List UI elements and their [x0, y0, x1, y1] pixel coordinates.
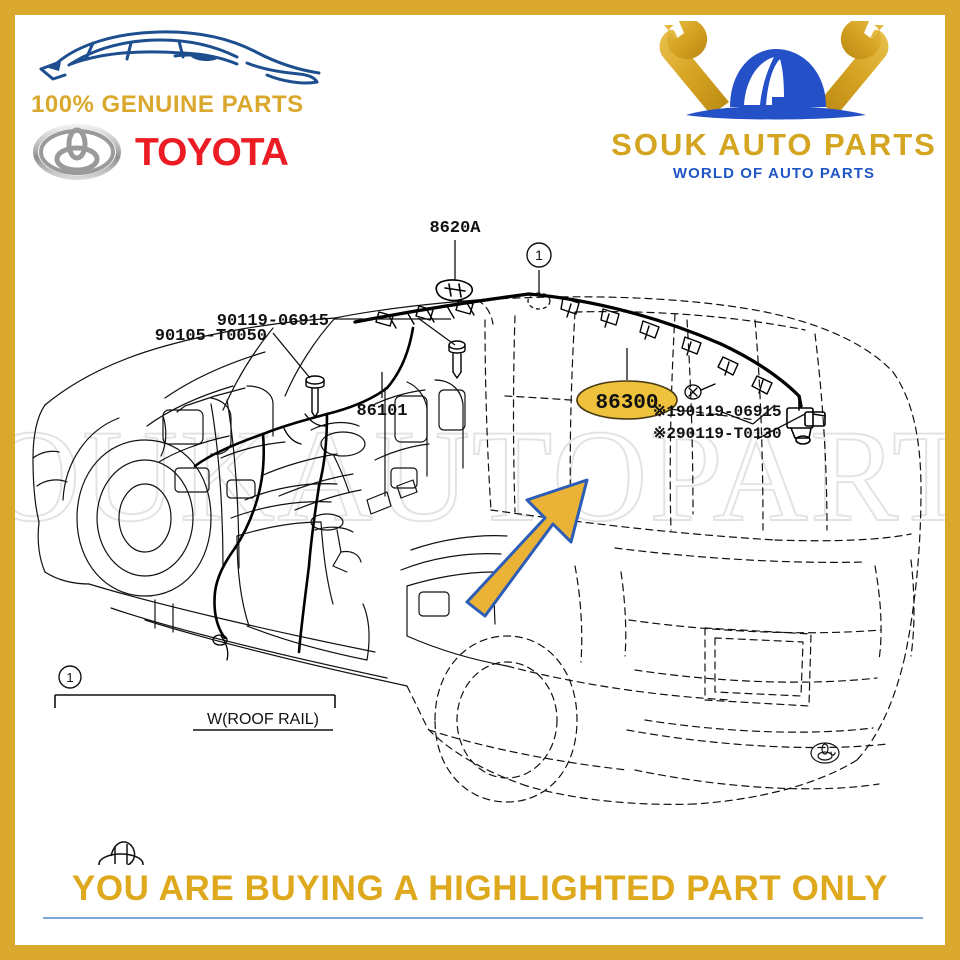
genuine-parts-text: 100% GENUINE PARTS [31, 91, 304, 118]
vehicle-outline-dashed [406, 296, 922, 805]
marker-1-label: 1 [535, 247, 543, 263]
inset-marker-label: 1 [66, 670, 73, 685]
brand-header-left: 100% GENUINE PARTS TOYOTA [31, 23, 361, 181]
brand-header-right: SOUK AUTO PARTS WORLD OF AUTO PARTS [609, 21, 939, 182]
company-name: SOUK AUTO PARTS [611, 127, 937, 162]
callout-86101: 86101 [356, 402, 407, 421]
callout-leaders [272, 240, 806, 440]
souk-wrench-dome-logo-icon [659, 21, 889, 120]
floor-harness-86101 [193, 326, 415, 654]
footer-notice-text: YOU ARE BUYING A HIGHLIGHTED PART ONLY [71, 869, 889, 908]
callout-90105-t0050: 90105-T0050 [155, 327, 267, 346]
roof-harness-86300 [353, 292, 803, 408]
toyota-wordmark: TOYOTA [135, 130, 289, 174]
toyota-brand-row: TOYOTA [31, 123, 361, 181]
bolt-90119-icon [448, 340, 466, 379]
highlight-arrow [465, 478, 589, 618]
footer-divider [43, 917, 923, 919]
callout-note-190119: ※190119-06915 [653, 403, 782, 421]
page-inner: 100% GENUINE PARTS TOYOTA [15, 15, 945, 945]
company-tagline: WORLD OF AUTO PARTS [672, 164, 876, 182]
part-8620a-icon [435, 279, 474, 302]
inset-title: W(ROOF RAIL) [207, 711, 319, 728]
toyota-emblem-icon [33, 124, 121, 180]
footer-notice-bar: YOU ARE BUYING A HIGHLIGHTED PART ONLY [15, 865, 945, 945]
callout-8620a: 8620A [429, 219, 481, 238]
car-silhouette-icon [39, 30, 321, 85]
callout-marker-1: 1 [526, 242, 552, 310]
callout-90119-06915: 90119-06915 [217, 312, 329, 331]
rear-toyota-emblem-icon [810, 742, 840, 764]
bolt-90105-icon [305, 375, 325, 418]
bolt-note-icon [684, 383, 716, 400]
clip-82711-33560-icon [98, 841, 144, 865]
inset-panel: 1 W(ROOF RAIL) 82711-33560 [54, 665, 336, 865]
highlighted-part-badge: 86300 [576, 380, 678, 420]
harness-clips [375, 297, 773, 395]
harness-connector [786, 395, 826, 445]
highlighted-part-number: 86300 [595, 392, 658, 415]
callout-note-290119: ※290119-T0130 [653, 425, 782, 443]
